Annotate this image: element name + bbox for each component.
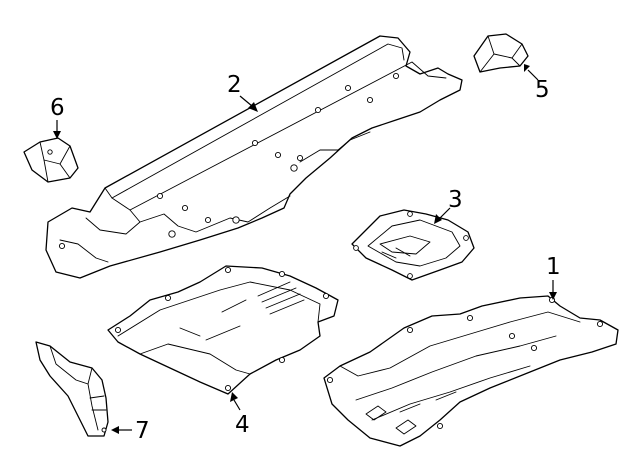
part-5-bracket[interactable] xyxy=(473,33,529,73)
callout-4: 4 xyxy=(230,392,250,438)
part-3-small-shield[interactable] xyxy=(351,209,475,281)
callout-6-label: 6 xyxy=(50,95,65,121)
callout-5: 5 xyxy=(524,64,550,103)
part-6-bracket[interactable] xyxy=(23,137,79,183)
callout-1: 1 xyxy=(546,254,561,300)
part-2-center-shield[interactable] xyxy=(45,35,463,279)
part-1-rear-shield[interactable] xyxy=(323,295,619,447)
callout-3: 3 xyxy=(434,187,463,224)
part-4-front-shield[interactable] xyxy=(107,265,339,395)
callout-5-label: 5 xyxy=(535,77,550,103)
callout-1-label: 1 xyxy=(546,254,561,280)
callout-6: 6 xyxy=(50,95,65,139)
callout-3-label: 3 xyxy=(448,187,463,213)
callout-2-label: 2 xyxy=(227,72,242,98)
callout-4-label: 4 xyxy=(235,412,250,438)
callout-2: 2 xyxy=(227,72,258,112)
part-7-splash-guard[interactable] xyxy=(35,341,109,437)
callout-7-label: 7 xyxy=(135,418,150,444)
callout-7: 7 xyxy=(111,418,150,444)
